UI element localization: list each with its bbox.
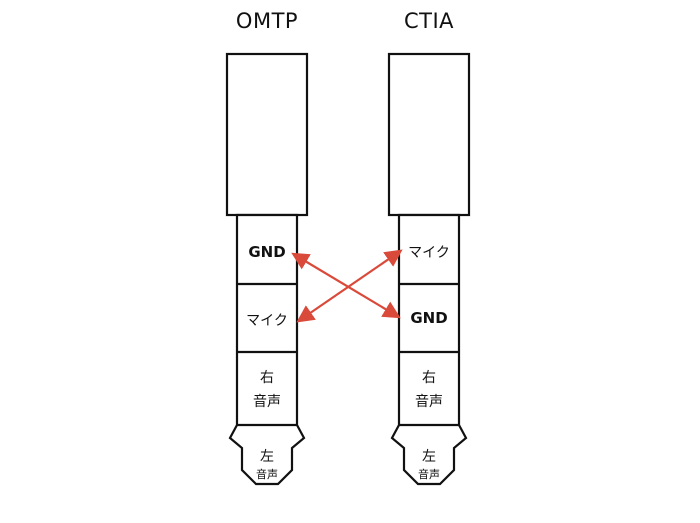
ctia-segment-1-label: マイク [408,245,450,261]
ctia-segment-3-line-1: 右 [422,370,436,386]
ctia-title: CTIA [404,9,454,33]
mic-to-mic-arrow [296,249,403,323]
omtp-tip-line-1: 左 [260,449,274,465]
ctia-segment-3-line-2: 音声 [415,393,443,410]
omtp-sleeve [225,52,309,217]
ctia-plug: CTIA マイク GND 右 音声 左 音声 [387,9,471,486]
omtp-segment-3-line-1: 右 [260,370,274,386]
omtp-segment-2-label: マイク [246,313,288,329]
omtp-segment-1-label: GND [248,243,285,261]
ctia-tip-line-2: 音声 [418,467,440,481]
omtp-segment-3-line-2: 音声 [253,393,281,410]
omtp-tip-line-2: 音声 [256,467,278,481]
ctia-tip-line-1: 左 [422,449,436,465]
omtp-plug: OMTP GND マイク 右 音声 左 音声 [225,9,309,486]
omtp-title: OMTP [236,9,298,33]
ctia-sleeve [387,52,471,217]
ctia-segment-2-label: GND [410,309,447,327]
